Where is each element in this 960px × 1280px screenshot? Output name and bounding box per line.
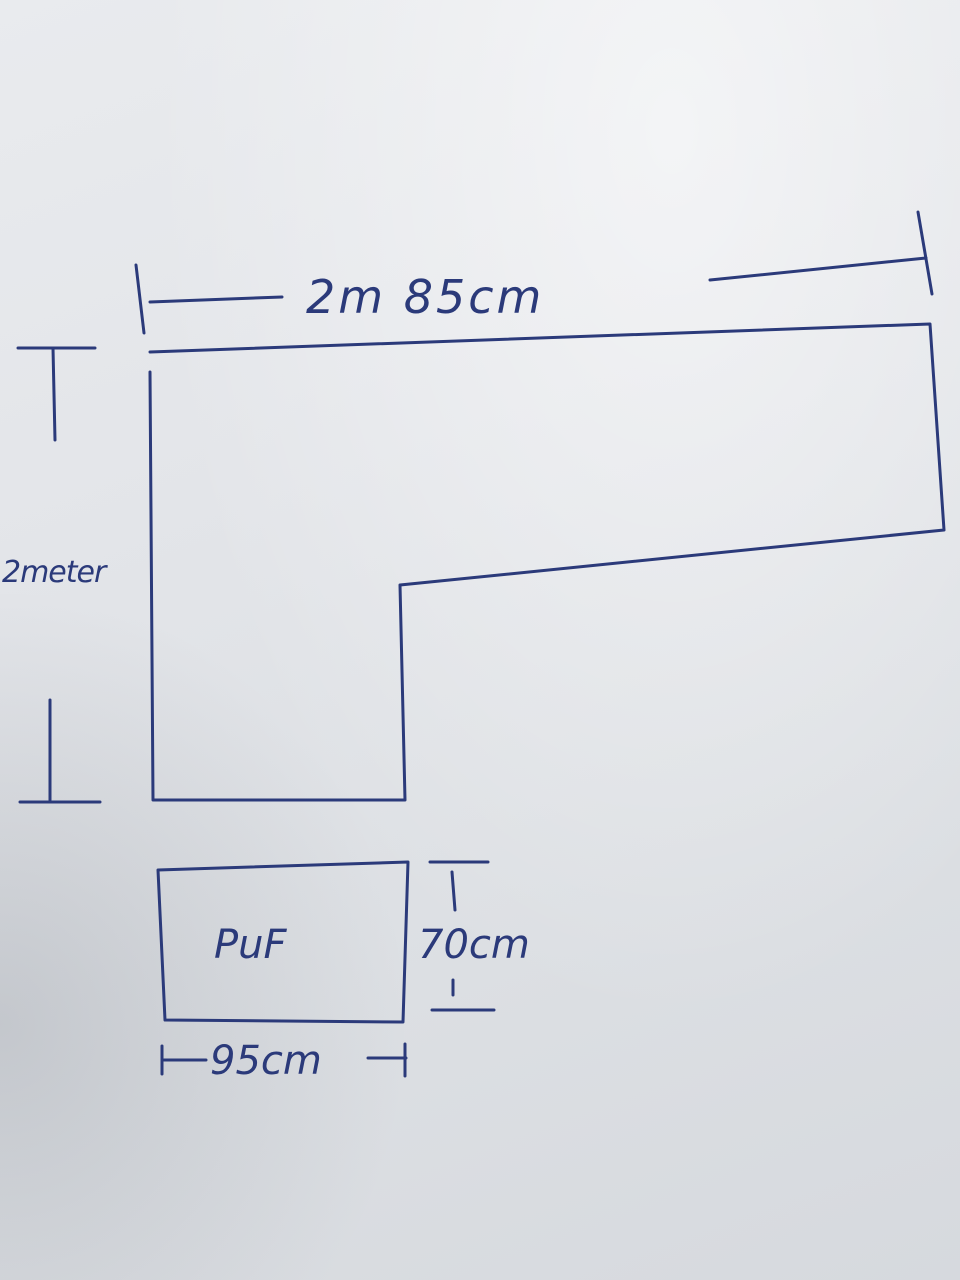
puf-label: PuF <box>214 922 287 968</box>
puf-depth-top-line <box>450 870 457 912</box>
height-dimension-top-line <box>51 346 57 442</box>
puf-outline <box>156 860 410 1024</box>
height-dimension: 2meter <box>2 346 109 804</box>
height-label: 2meter <box>2 555 108 590</box>
width-dimension-right-tick <box>916 210 934 296</box>
width-dimension-left-line <box>148 295 284 304</box>
puf-ottoman: PuF <box>156 860 410 1024</box>
width-dimension-left-tick <box>134 263 146 335</box>
puf-depth-label: 70cm <box>418 922 530 968</box>
width-label: 2m 85cm <box>306 270 544 324</box>
width-dimension: 2m 85cm <box>134 210 934 335</box>
l-shaped-sofa-outline <box>148 322 946 802</box>
puf-width-dimension: 95cm <box>160 1038 408 1084</box>
width-dimension-right-line <box>708 256 928 282</box>
puf-width-label: 95cm <box>210 1038 322 1084</box>
puf-depth-dimension: 70cm <box>418 860 530 1012</box>
